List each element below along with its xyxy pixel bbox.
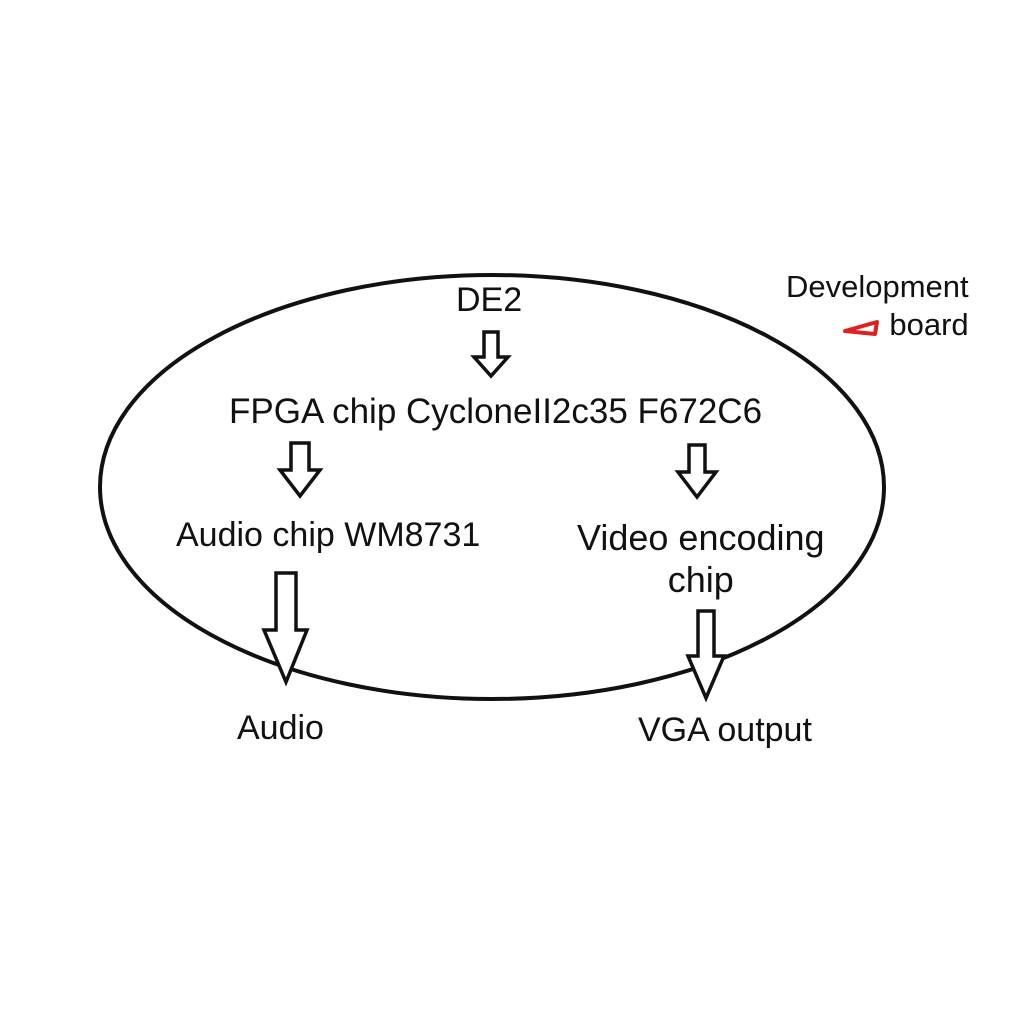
- de2-label: DE2: [456, 281, 523, 319]
- board-label-line2: board: [889, 306, 969, 342]
- fpga-chip-label: FPGA chip CycloneII2c35 F672C6: [229, 392, 763, 431]
- development-board-label: Development board: [786, 268, 969, 344]
- arrow-fpga-to-video-chip: [674, 443, 720, 500]
- audio-chip-label: Audio chip WM8731: [176, 516, 481, 554]
- arrow-fpga-to-audio-chip: [276, 441, 324, 499]
- arrow-audio-chip-to-audio-output: [261, 571, 310, 687]
- audio-output-label: Audio: [237, 709, 324, 747]
- board-boundary-ellipse: [98, 273, 886, 701]
- video-chip-label-line2: chip: [667, 559, 734, 601]
- arrow-video-chip-to-vga-output: [685, 609, 727, 703]
- arrow-de2-to-fpga: [470, 330, 512, 379]
- video-chip-label-line1: Video encoding: [577, 517, 825, 558]
- vga-output-label: VGA output: [638, 711, 812, 749]
- board-pointer-mark: [843, 320, 879, 336]
- video-encoding-chip-label: Video encoding chip: [577, 517, 825, 602]
- board-label-line1: Development: [786, 269, 969, 304]
